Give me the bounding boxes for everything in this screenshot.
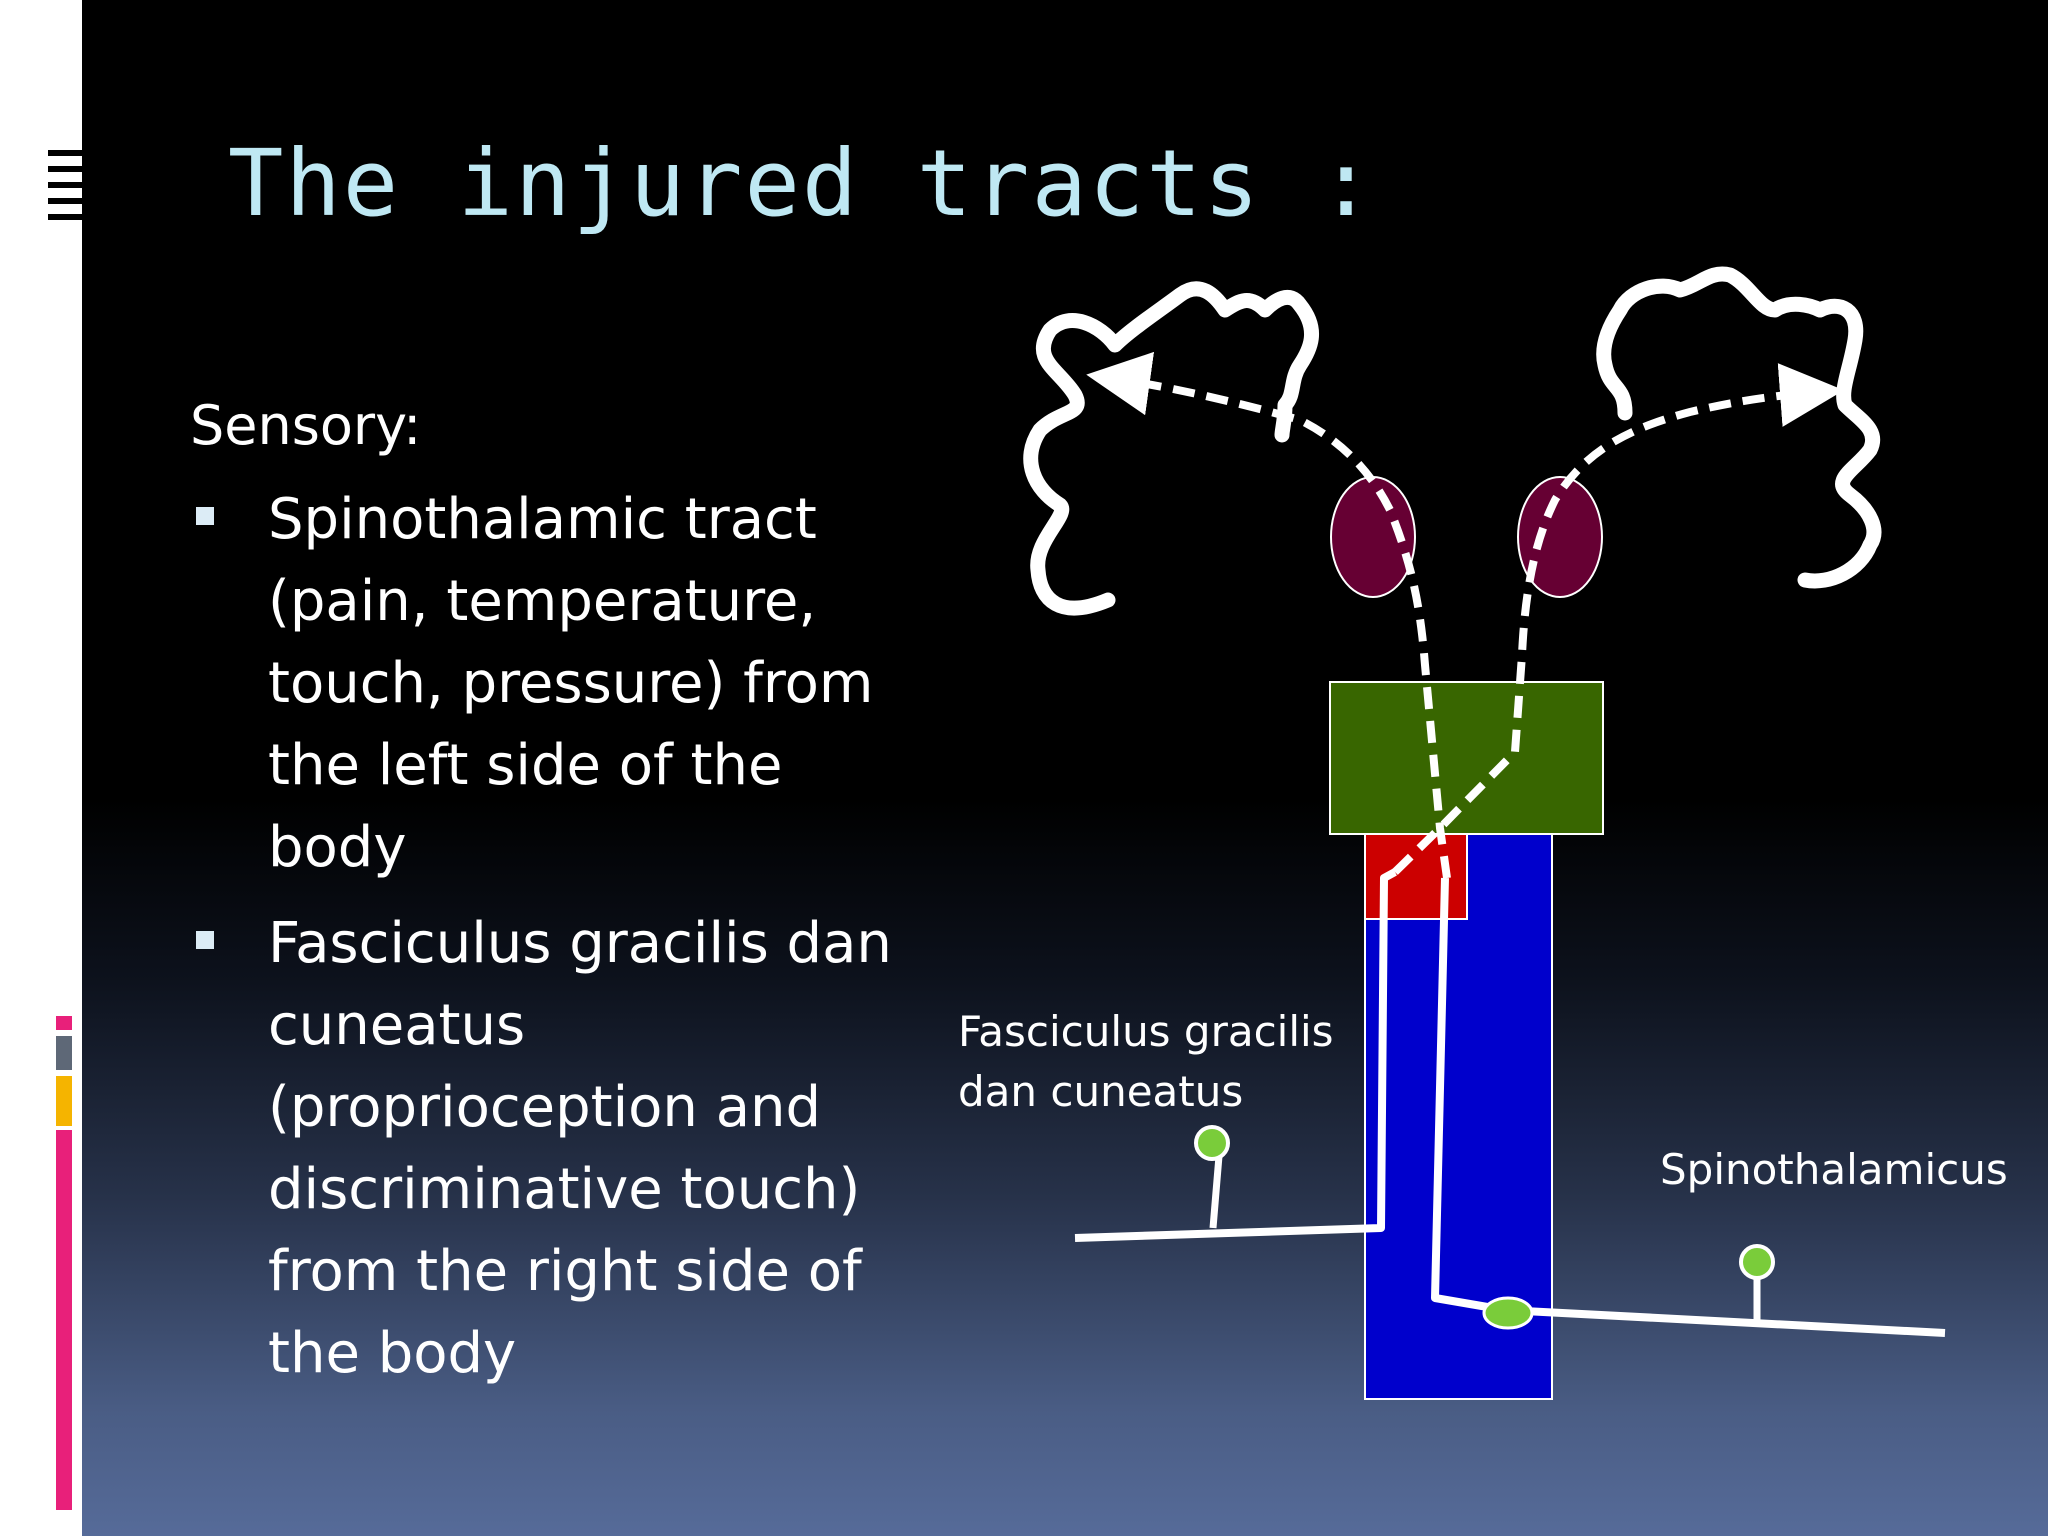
bullet-spinothalamic: Spinothalamic tract (pain, temperature, … (190, 479, 910, 889)
body-text: Sensory: Spinothalamic tract (pain, temp… (190, 395, 910, 1409)
decorative-bar-pink (56, 1130, 72, 1510)
bullet-marker (196, 931, 214, 949)
slide-background (82, 0, 2048, 1536)
fasciculus-neuron-line (1074, 868, 1397, 1242)
decorative-bar-orange (56, 1076, 72, 1126)
right-thalamus (1517, 476, 1603, 598)
spinothalamic-synapse (1482, 1296, 1534, 1330)
decorative-stripes (48, 150, 82, 240)
bullet-text: Spinothalamic tract (pain, temperature, … (268, 487, 874, 880)
brainstem-block (1329, 681, 1604, 835)
left-cortex-outline (1023, 281, 1320, 616)
spinothalamicus-label: Spinothalamicus (1660, 1145, 2008, 1194)
slide-margin (0, 0, 82, 1536)
bullet-fasciculus: Fasciculus gracilis dan cuneatus (propri… (190, 903, 910, 1395)
slide-title: The injured tracts : (228, 130, 1376, 237)
spinothalamic-ganglion (1739, 1244, 1775, 1280)
sensory-label: Sensory: (190, 394, 422, 457)
bullet-marker (196, 507, 214, 525)
right-cortex-outline (1596, 266, 1882, 589)
fasciculus-label-line1: Fasciculus gracilis (958, 1007, 1334, 1056)
decorative-bar-gray (56, 1036, 72, 1070)
fasciculus-ganglion (1194, 1125, 1230, 1161)
right-dashed-pathway (1392, 363, 1844, 875)
bullet-text: Fasciculus gracilis dan cuneatus (propri… (268, 911, 892, 1386)
fasciculus-label-line2: dan cuneatus (958, 1067, 1244, 1116)
decorative-bar-pink-top (56, 1016, 72, 1030)
left-dashed-pathway (1086, 351, 1451, 879)
spinothalamic-neuron-line (1431, 877, 1946, 1337)
